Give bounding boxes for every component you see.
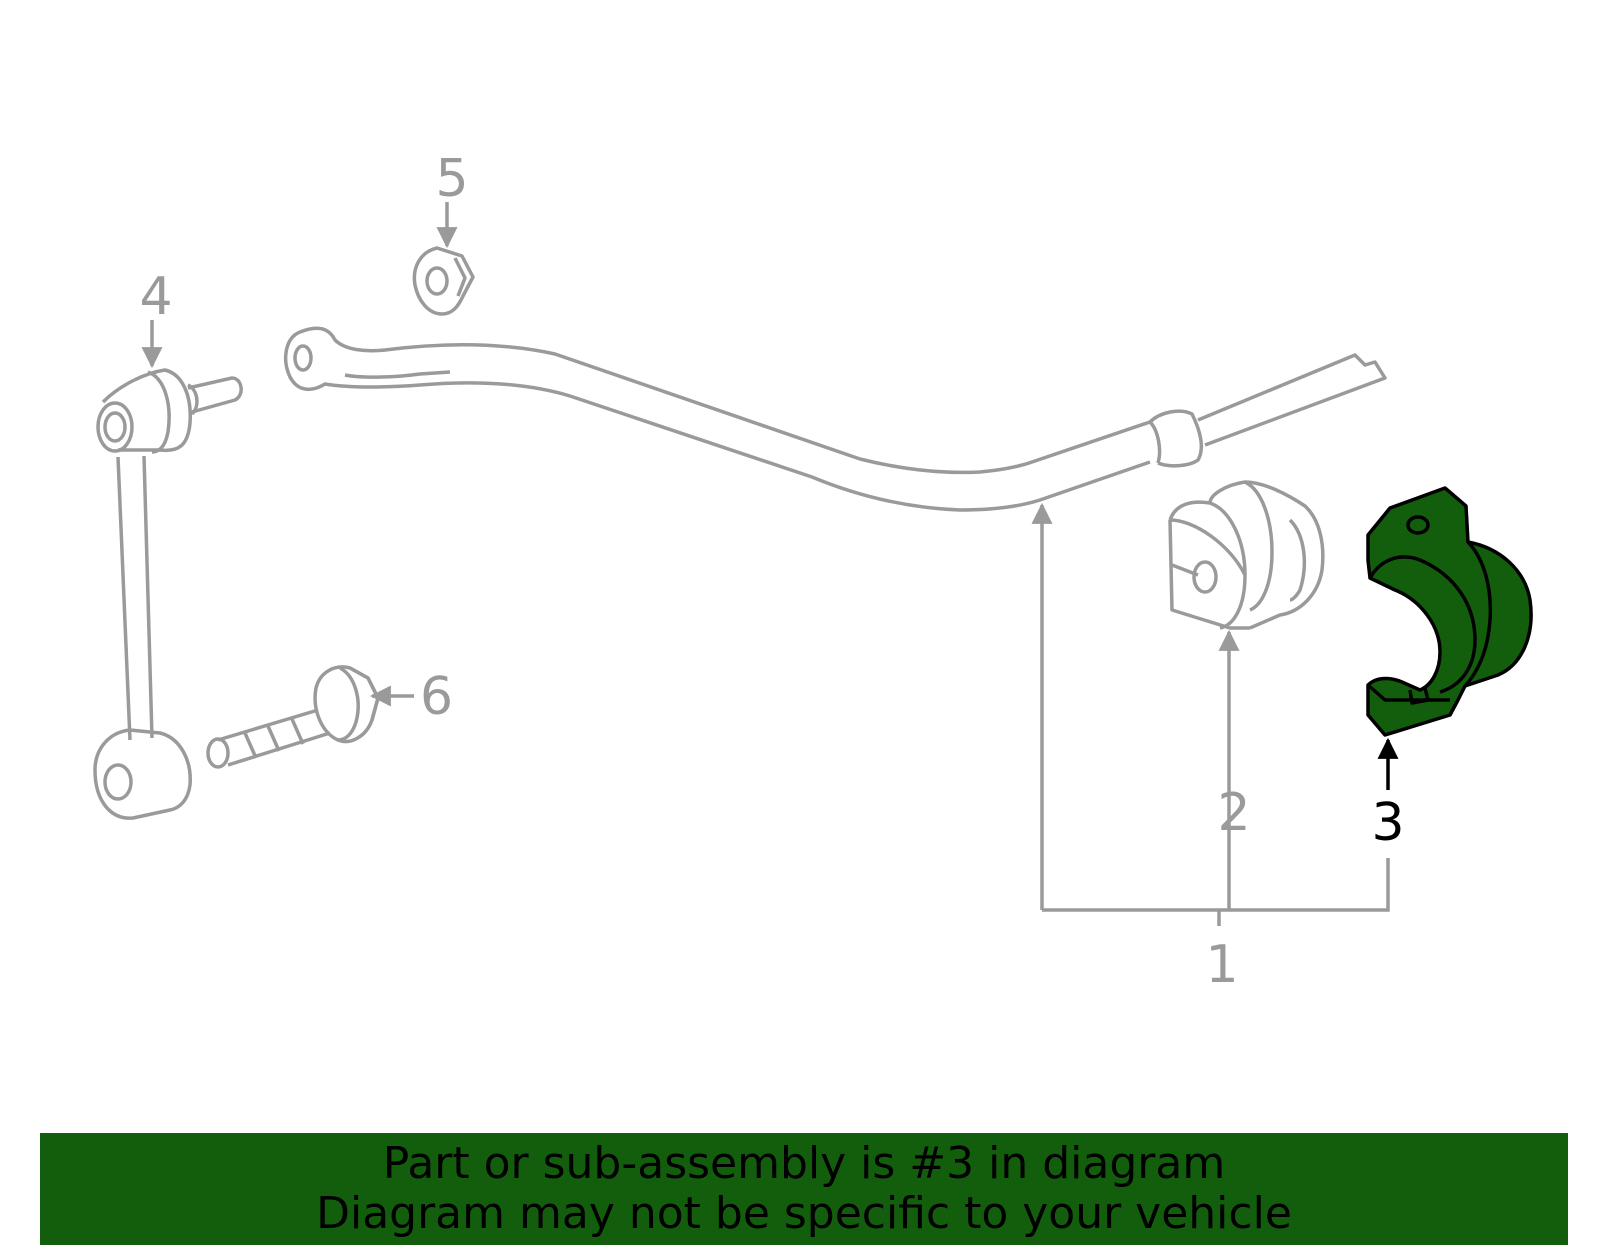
callout-part-6: 6 — [420, 667, 453, 727]
banner-line-disclaimer: Diagram may not be specific to your vehi… — [316, 1188, 1292, 1239]
stabilizer-bar — [283, 326, 1387, 512]
callout-part-3: 3 — [1371, 793, 1404, 853]
stabilizer-link — [93, 368, 243, 820]
bracket-highlighted — [1366, 486, 1533, 737]
banner-line-part-info: Part or sub-assembly is #3 in diagram — [382, 1138, 1226, 1189]
leader-lines — [141, 202, 1390, 926]
bolt — [206, 665, 380, 769]
info-banner: Part or sub-assembly is #3 in diagram Di… — [40, 1133, 1568, 1245]
callout-part-4: 4 — [139, 267, 172, 327]
callout-part-2: 2 — [1217, 783, 1250, 843]
callout-part-5: 5 — [435, 149, 468, 209]
bushing — [1168, 480, 1325, 630]
callout-part-1: 1 — [1205, 935, 1238, 995]
nut — [412, 246, 475, 316]
